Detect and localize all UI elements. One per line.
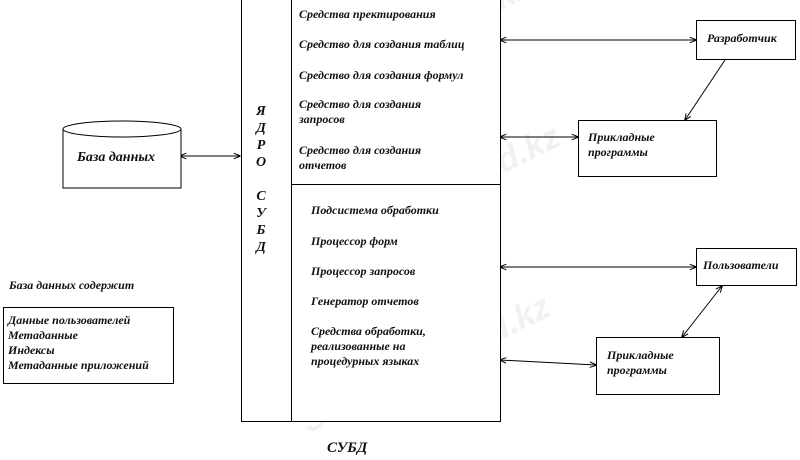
arrow-processing-apps [500, 360, 596, 365]
developer-label: Разработчик [707, 31, 777, 45]
apps-bottom-label: Прикладные программы [607, 348, 674, 377]
dbms-core-tools-box [291, 0, 501, 185]
apps-top-label: Прикладные программы [588, 130, 655, 159]
apps-bottom-box: Прикладные программы [596, 337, 720, 395]
db-content-item: Метаданные приложений [8, 358, 149, 372]
core-tool-queries: Средство для создания запросов [299, 97, 422, 126]
db-contents-box: Данные пользователей Метаданные Индексы … [3, 307, 174, 384]
db-content-item: Индексы [8, 343, 55, 357]
users-label: Пользователи [703, 258, 779, 272]
processing-forms: Процессор форм [311, 234, 398, 248]
db-content-item: Данные пользователей [8, 313, 131, 327]
dbms-caption: СУБД [327, 440, 368, 456]
users-box: Пользователи [696, 248, 797, 286]
apps-top-box: Прикладные программы [578, 120, 717, 177]
db-content-item: Метаданные [8, 328, 78, 342]
db-contains-title: База данных содержит [9, 278, 135, 292]
database-cylinder [62, 120, 182, 189]
arrow-users-apps [682, 286, 722, 337]
developer-box: Разработчик [696, 20, 796, 60]
core-tool-tables: Средство для создания таблиц [299, 37, 465, 51]
processing-reports: Генератор отчетов [311, 294, 419, 308]
processing-subsystem: Подсистема обработки [311, 203, 439, 217]
processing-procedural-tools: Средства обработки, реализованные на про… [311, 324, 426, 368]
arrow-developer-apps [685, 59, 726, 120]
core-tool-design: Средства пректирования [299, 7, 436, 21]
dbms-processing-box [291, 184, 501, 422]
database-label: База данных [77, 150, 156, 165]
processing-queries: Процессор запросов [311, 264, 416, 278]
core-tool-formulas: Средство для создания формул [299, 68, 464, 82]
core-tool-reports: Средство для создания отчетов [299, 143, 422, 172]
